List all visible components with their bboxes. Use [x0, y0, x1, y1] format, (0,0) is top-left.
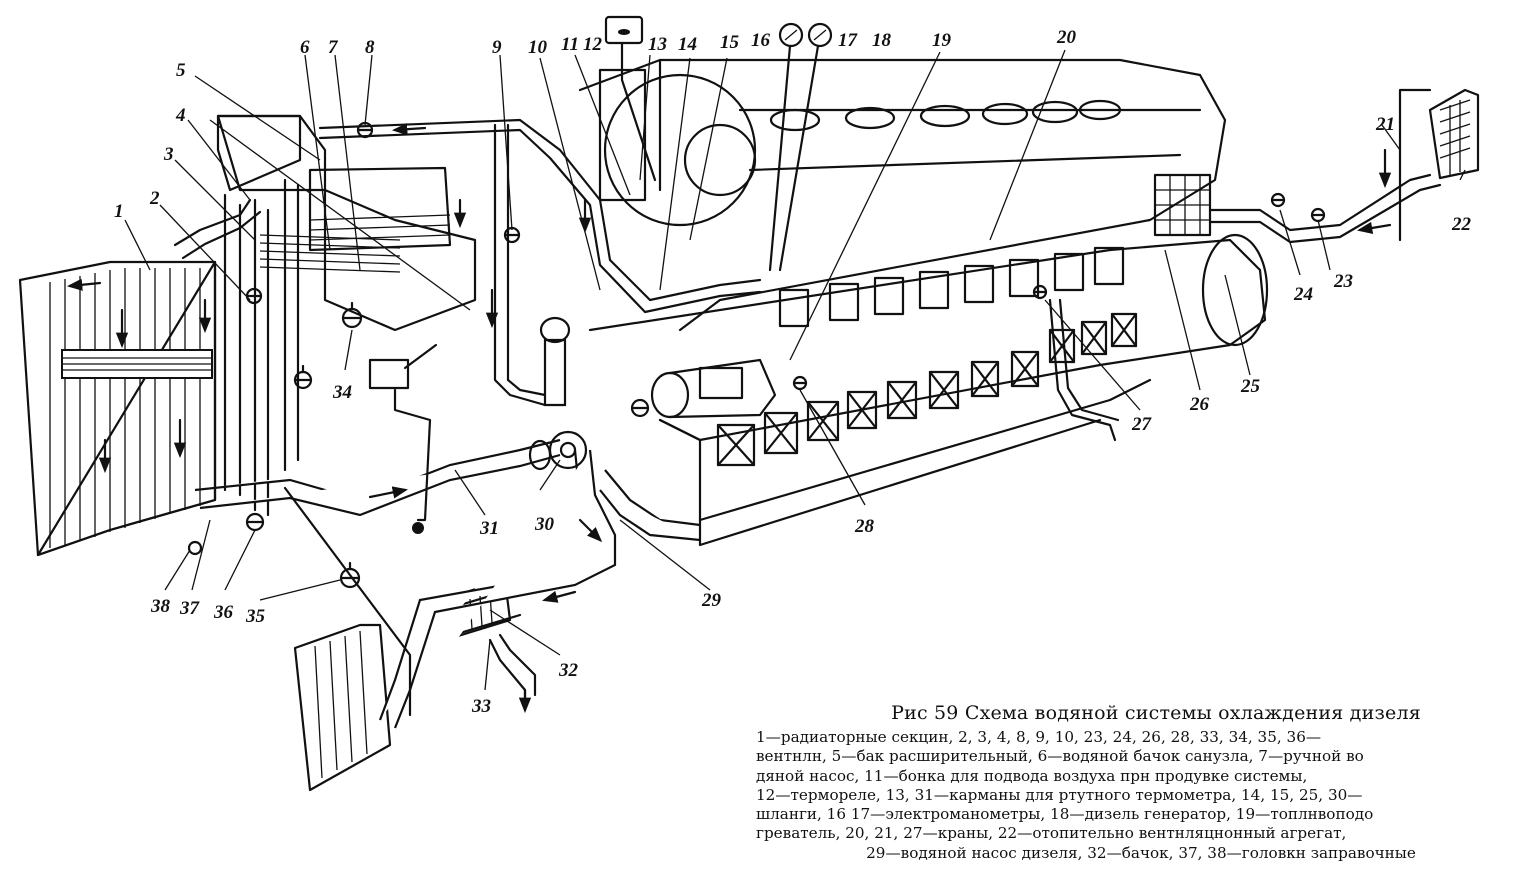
- callout-label-13: 13: [648, 34, 667, 55]
- hand-pump: [368, 343, 438, 390]
- caption-legend: 1—радиаторные секцин, 2, 3, 4, 8, 9, 10,…: [756, 728, 1526, 863]
- callout-label-23: 23: [1333, 271, 1353, 292]
- callout-label-25: 25: [1240, 376, 1261, 397]
- callout-label-34: 34: [332, 382, 352, 403]
- water-pump: [528, 316, 588, 471]
- callout-label-19: 19: [932, 30, 952, 51]
- lower-radiator-section: [293, 623, 392, 792]
- callout-label-18: 18: [872, 30, 892, 51]
- caption-line: 1—радиаторные секцин, 2, 3, 4, 8, 9, 10,…: [756, 728, 1322, 746]
- caption-line: 29—водяной насос дизеля, 32—бачок, 37, 3…: [866, 843, 1416, 862]
- caption-line: 12—термореле, 13, 31—карманы для ртутног…: [756, 785, 1363, 804]
- callout-label-31: 31: [479, 518, 499, 539]
- callout-label-8: 8: [365, 37, 375, 58]
- callout-label-27: 27: [1131, 414, 1153, 435]
- callout-label-22: 22: [1451, 214, 1472, 235]
- callout-label-35: 35: [245, 606, 266, 627]
- callout-label-3: 3: [163, 144, 174, 165]
- gauge-icon: [768, 22, 833, 272]
- callout-label-6: 6: [300, 37, 310, 58]
- callout-label-37: 37: [179, 598, 201, 619]
- callout-label-38: 38: [150, 596, 171, 617]
- callout-label-14: 14: [678, 34, 697, 55]
- callout-label-9: 9: [492, 37, 502, 58]
- callout-label-5: 5: [176, 60, 186, 81]
- callout-label-29: 29: [701, 590, 722, 611]
- caption-title: Рис 59 Схема водяной системы охлаждения …: [891, 702, 1421, 724]
- caption-line: греватель, 20, 21, 27—краны, 22—отопител…: [756, 824, 1347, 843]
- callout-label-12: 12: [583, 34, 603, 55]
- callout-label-7: 7: [328, 37, 339, 58]
- callout-label-4: 4: [175, 105, 186, 126]
- callout-label-11: 11: [561, 34, 579, 55]
- callout-label-30: 30: [534, 514, 555, 535]
- callout-label-28: 28: [854, 516, 875, 537]
- callout-label-26: 26: [1189, 394, 1210, 415]
- radiator-section: [18, 260, 217, 557]
- callout-label-36: 36: [213, 602, 234, 623]
- figure-caption: Рис 59 Схема водяной системы охлаждения …: [756, 702, 1526, 863]
- callout-labels: 1 2 3 4 5 6 7 8 9 10 11 12 13 14 15 16 1…: [114, 27, 1472, 717]
- callout-label-33: 33: [471, 696, 491, 717]
- valves: [187, 121, 1326, 589]
- callout-label-20: 20: [1056, 27, 1077, 48]
- callout-label-2: 2: [149, 188, 160, 209]
- caption-line: шланги, 16 17—электроманометры, 18—дизел…: [756, 805, 1374, 824]
- callout-label-17: 17: [838, 30, 859, 51]
- callout-label-15: 15: [720, 32, 740, 53]
- fuel-heater: [650, 358, 777, 419]
- caption-line: дяной насос, 11—бонка для подвода воздух…: [756, 766, 1308, 785]
- callout-label-21: 21: [1375, 114, 1395, 135]
- thermo-relay: [604, 15, 657, 182]
- callout-label-24: 24: [1293, 284, 1313, 305]
- expansion-tank: [209, 114, 477, 332]
- heater-ventilation-unit: [1398, 88, 1480, 242]
- callout-label-16: 16: [751, 30, 771, 51]
- diesel-generator: [578, 58, 1269, 547]
- callout-label-10: 10: [528, 37, 548, 58]
- pipes: [173, 118, 1442, 729]
- callout-label-32: 32: [558, 660, 579, 681]
- callout-label-1: 1: [114, 201, 124, 222]
- leader-lines: [124, 49, 1466, 691]
- caption-line: вентнлн, 5—бак расширительный, 6—водяной…: [756, 747, 1364, 766]
